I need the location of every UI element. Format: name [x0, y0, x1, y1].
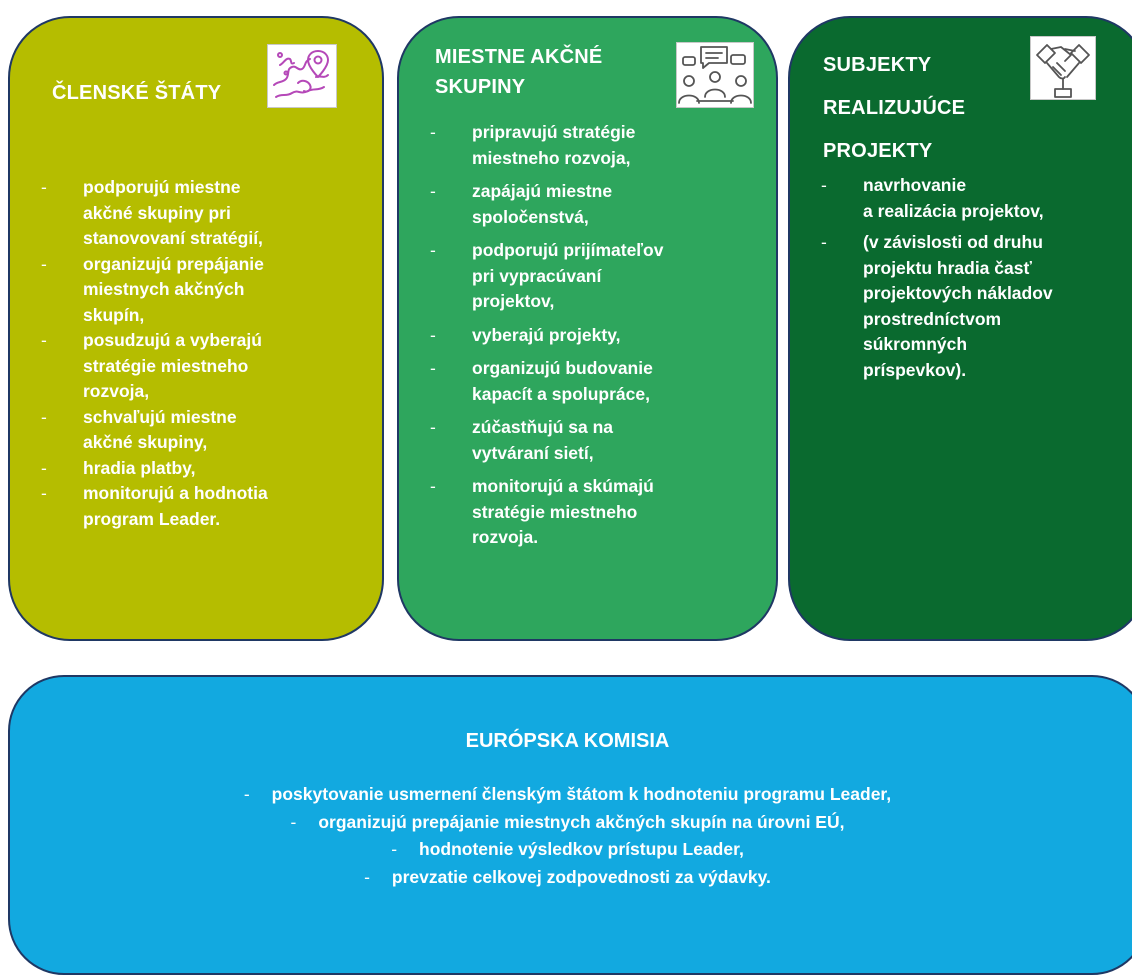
- member-states-list: podporujú miestne akčné skupiny pri stan…: [41, 175, 268, 532]
- list-item: podporujú miestne akčné skupiny pri stan…: [41, 175, 268, 252]
- group-discussion-icon: [676, 42, 754, 108]
- list-item: -poskytovanie usmernení členským štátom …: [243, 784, 892, 804]
- list-item: navrhovanie a realizácia projektov,: [821, 173, 1053, 224]
- list-item: posudzujú a vyberajú stratégie miestneho…: [41, 328, 268, 405]
- list-item: organizujú prepájanie miestnych akčných …: [41, 252, 268, 329]
- project-implementers-list: navrhovanie a realizácia projektov, (v z…: [821, 173, 1053, 389]
- list-item: pripravujú stratégie miestneho rozvoja,: [430, 120, 663, 171]
- list-item: monitorujú a skúmajú stratégie miestneho…: [430, 474, 663, 551]
- local-action-groups-title: MIESTNE AKČNÉ SKUPINY: [435, 46, 603, 98]
- list-item: organizujú budovanie kapacít a spoluprác…: [430, 356, 663, 407]
- project-implementers-title: SUBJEKTY REALIZUJÚCE PROJEKTY: [823, 54, 966, 162]
- member-states-title: ČLENSKÉ ŠTÁTY: [52, 82, 222, 104]
- list-item: podporujú prijímateľov pri vypracúvaní p…: [430, 238, 663, 315]
- member-states-box: ČLENSKÉ ŠTÁTY podporujú miestne akčné sk…: [8, 16, 384, 641]
- local-action-groups-box: MIESTNE AKČNÉ SKUPINY pripravujú stratég…: [397, 16, 778, 641]
- european-commission-title: EURÓPSKA KOMISIA: [465, 730, 670, 752]
- list-item: hradia platby,: [41, 456, 268, 482]
- list-item: zúčastňujú sa na vytváraní sietí,: [430, 415, 663, 466]
- europe-map-location-icon: [267, 44, 337, 108]
- project-implementers-box: SUBJEKTY REALIZUJÚCE PROJEKTY navrhovani…: [788, 16, 1132, 641]
- european-commission-box: EURÓPSKA KOMISIA -poskytovanie usmernení…: [8, 675, 1132, 975]
- list-item: schvaľujú miestne akčné skupiny,: [41, 405, 268, 456]
- list-item: (v závislosti od druhu projektu hradia č…: [821, 230, 1053, 383]
- list-item: zapájajú miestne spoločenstvá,: [430, 179, 663, 230]
- european-commission-list: -poskytovanie usmernení členským štátom …: [10, 781, 1125, 891]
- list-item: -prevzatie celkovej zodpovednosti za výd…: [364, 866, 771, 887]
- list-item: monitorujú a hodnotia program Leader.: [41, 481, 268, 532]
- list-item: -hodnotenie výsledkov prístupu Leader,: [391, 839, 744, 859]
- list-item: vyberajú projekty,: [430, 323, 663, 349]
- handshake-icon: [1030, 36, 1096, 100]
- list-item: -organizujú prepájanie miestnych akčných…: [290, 811, 845, 832]
- local-action-groups-list: pripravujú stratégie miestneho rozvoja, …: [430, 120, 663, 559]
